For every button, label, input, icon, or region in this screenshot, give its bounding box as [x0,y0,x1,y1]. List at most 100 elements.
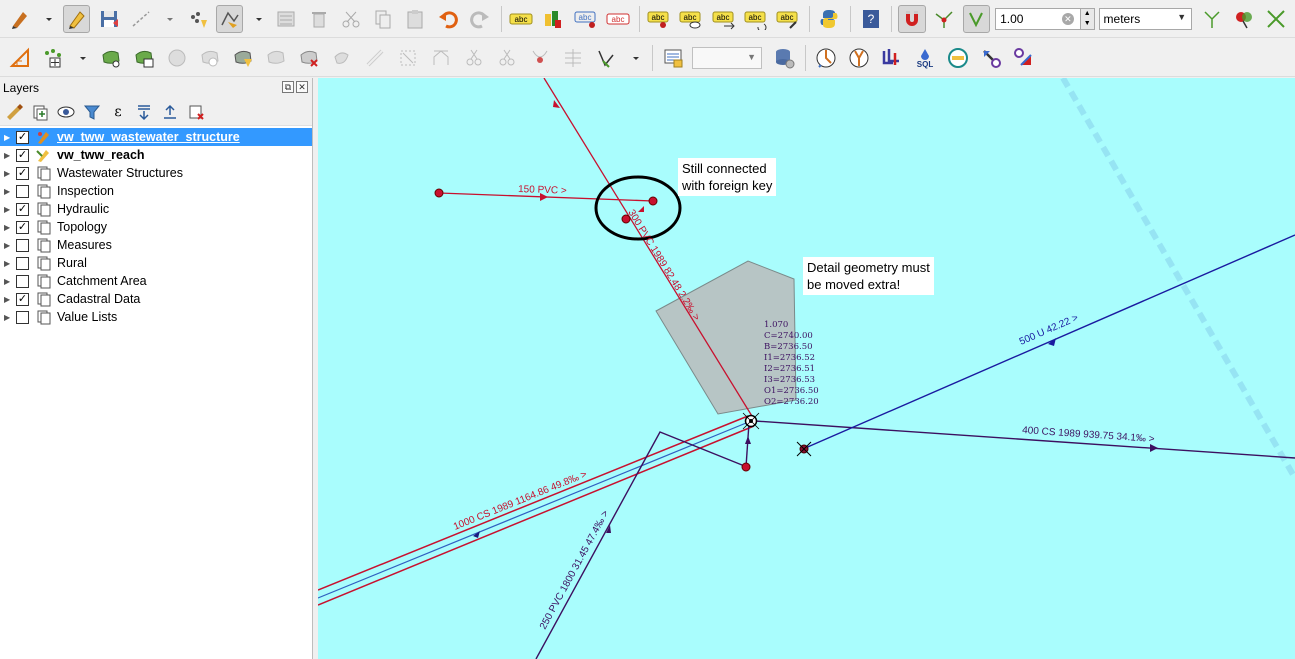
layer-row[interactable]: ▶✓Topology [0,218,312,236]
undo-icon[interactable] [434,5,461,33]
add-line-icon[interactable] [127,5,154,33]
reverse-line-icon[interactable] [328,44,356,72]
add-ring-icon[interactable] [39,44,67,72]
layer-diagram-icon[interactable] [540,5,567,33]
pin-unpin-labels-icon[interactable]: abc [604,5,631,33]
style-manager-icon[interactable] [4,102,24,122]
panel-splitter[interactable] [313,78,318,659]
delete-part-icon[interactable] [229,44,257,72]
expand-arrow-icon[interactable]: ▶ [4,150,11,160]
snap-tolerance-input[interactable]: 1.00 ✕ [995,7,1081,30]
merge-features-icon[interactable] [460,44,488,72]
add-group-icon[interactable] [30,102,50,122]
delete-selected-icon[interactable] [305,5,332,33]
layer-visibility-checkbox[interactable]: ✓ [16,148,29,162]
highlight-pinned-labels-icon[interactable]: abc [572,5,599,33]
form-view-icon[interactable] [659,44,687,72]
layer-visibility-checkbox[interactable]: ✓ [16,292,29,306]
toggle-editing-icon[interactable] [62,4,90,33]
layer-row[interactable]: ▶✓Wastewater Structures [0,164,312,182]
simplify-feature-icon[interactable] [97,44,125,72]
layer-row[interactable]: ▶✓vw_tww_reach [0,146,312,164]
layer-visibility-checkbox[interactable]: ✓ [16,166,29,180]
layer-labeling-icon[interactable]: abc [508,5,535,33]
upstream-trace-icon[interactable] [812,44,840,72]
expand-arrow-icon[interactable]: ▶ [4,276,11,286]
redo-icon[interactable] [466,5,493,33]
map-canvas[interactable]: 150 PVC > 300 PVC 1989 82.48 2.2‰ > 500 … [318,78,1295,659]
snap-intersection-icon[interactable] [1230,5,1257,33]
database-settings-icon[interactable] [770,44,798,72]
digitize-angle-icon[interactable] [6,44,34,72]
sql-query-icon[interactable]: SQL [911,44,939,72]
split-features-icon[interactable] [394,44,422,72]
offset-curve-icon[interactable] [295,44,323,72]
layer-row[interactable]: ▶Value Lists [0,308,312,326]
layer-row[interactable]: ▶✓Hydraulic [0,200,312,218]
layer-row[interactable]: ▶Catchment Area [0,272,312,290]
undock-icon[interactable]: ⧉ [282,81,294,93]
wizard-icon[interactable] [944,44,972,72]
save-edits-icon[interactable] [95,5,122,33]
profile-tool-icon[interactable] [878,44,906,72]
downstream-trace-icon[interactable] [845,44,873,72]
fill-ring-icon[interactable] [163,44,191,72]
snap-to-vertex-icon[interactable] [931,5,958,33]
layer-visibility-checkbox[interactable]: ✓ [16,202,29,216]
layer-visibility-checkbox[interactable]: ✓ [16,220,29,234]
paste-features-icon[interactable] [402,5,429,33]
expand-arrow-icon[interactable]: ▶ [4,258,11,268]
expand-arrow-icon[interactable]: ▶ [4,294,11,304]
python-console-icon[interactable] [816,5,843,33]
snap-units-select[interactable]: meters ▼ [1098,7,1193,30]
expand-arrow-icon[interactable]: ▶ [4,312,11,322]
snapping-magnet-icon[interactable] [898,4,926,33]
expand-arrow-icon[interactable]: ▶ [4,222,11,232]
expand-arrow-icon[interactable]: ▶ [4,240,11,250]
move-label-arrows-icon[interactable]: abc [710,5,737,33]
add-point-icon[interactable] [184,5,211,33]
layer-row[interactable]: ▶Inspection [0,182,312,200]
rotate-point-symbols-icon[interactable] [592,44,620,72]
show-hide-labels-icon[interactable]: abc [678,5,705,33]
align-features-icon[interactable] [559,44,587,72]
move-label-icon[interactable]: abc [646,5,673,33]
layer-visibility-checkbox[interactable] [16,184,29,198]
layer-row[interactable]: ▶Rural [0,254,312,272]
current-edits-icon[interactable] [6,5,33,33]
merge-attributes-icon[interactable] [361,44,389,72]
expand-all-icon[interactable] [134,102,154,122]
collapse-all-icon[interactable] [160,102,180,122]
filter-expression-icon[interactable]: ε [108,102,128,122]
remove-layer-icon[interactable] [186,102,206,122]
refresh-network-topology-icon[interactable] [1010,44,1038,72]
split-parts-icon[interactable] [427,44,455,72]
snap-tolerance-spinner[interactable]: ▲▼ [1080,7,1095,30]
add-feature-dropdown[interactable] [159,5,180,33]
layer-row[interactable]: ▶Measures [0,236,312,254]
layer-visibility-checkbox[interactable] [16,310,29,324]
change-label-icon[interactable]: abc [775,5,802,33]
layer-visibility-checkbox[interactable] [16,238,29,252]
close-icon[interactable]: ✕ [296,81,308,93]
layer-select[interactable]: ▼ [692,46,762,69]
copy-features-icon[interactable] [370,5,397,33]
current-edits-dropdown[interactable] [38,5,59,33]
cut-features-icon[interactable] [337,5,364,33]
reshape-features-icon[interactable] [262,44,290,72]
point-on-line-icon[interactable] [526,44,554,72]
layer-visibility-checkbox[interactable]: ✓ [16,130,29,144]
expand-arrow-icon[interactable]: ▶ [4,186,11,196]
delete-ring-icon[interactable] [196,44,224,72]
layer-row[interactable]: ▶✓Cadastral Data [0,290,312,308]
expand-arrow-icon[interactable]: ▶ [4,132,11,142]
cut-polygon-icon[interactable] [493,44,521,72]
vertex-tool-icon[interactable] [216,4,244,33]
clear-icon[interactable]: ✕ [1061,12,1074,25]
add-ring-dropdown[interactable] [72,44,94,72]
add-part-icon[interactable] [130,44,158,72]
vertex-tool-dropdown[interactable] [248,5,269,33]
rotate-tool-dropdown[interactable] [625,44,647,72]
self-snapping-icon[interactable] [1263,5,1290,33]
help-icon[interactable]: ? [857,5,884,33]
